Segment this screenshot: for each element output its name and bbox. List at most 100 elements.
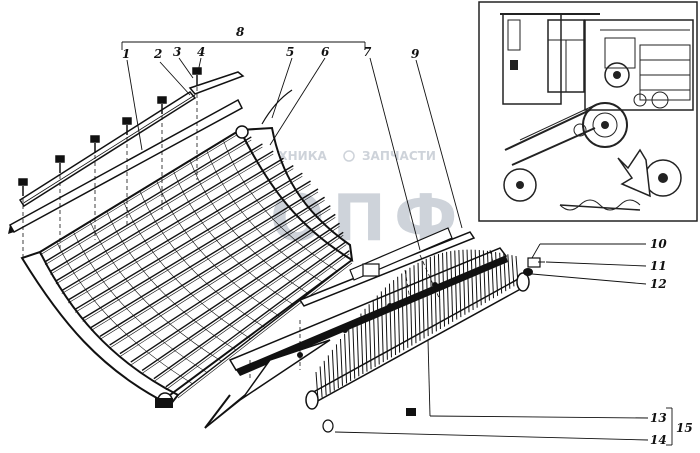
grate-bar-shadow — [130, 226, 340, 366]
grate-wire — [139, 190, 266, 328]
grate-bar-shadow — [90, 191, 319, 331]
grate-wire — [123, 201, 251, 340]
comb-tooth — [413, 265, 417, 344]
comb-tooth — [437, 254, 441, 329]
comb-tooth — [348, 328, 352, 382]
comb-tooth — [405, 270, 409, 348]
grate-bar-shadow — [55, 153, 274, 285]
comb-tooth — [352, 323, 356, 379]
grate-bar — [109, 205, 331, 346]
comb-tooth — [486, 250, 490, 301]
grate-bar-shadow — [39, 132, 241, 256]
callout-4: 4 — [197, 45, 205, 59]
comb-tooth — [397, 276, 401, 353]
grate-bar-shadow — [119, 217, 336, 357]
grate-bar — [44, 136, 252, 263]
callout-7: 7 — [363, 45, 372, 59]
comb-tooth — [372, 299, 376, 367]
callout-6: 6 — [321, 45, 330, 59]
grate-wire — [206, 150, 324, 283]
callout-labels: 8 1 2 3 4 5 6 7 9 10 11 12 13 14 15 — [122, 25, 693, 447]
grate-bar — [90, 188, 319, 329]
grate-bar-shadow — [109, 208, 331, 349]
comb-tooth — [388, 283, 392, 358]
grate-bar-shadow — [99, 199, 325, 340]
fasteners — [523, 257, 545, 276]
comb-tooth — [356, 318, 360, 377]
grate-bar — [141, 231, 344, 371]
callout-10: 10 — [650, 237, 667, 251]
callout-13: 13 — [650, 411, 667, 425]
grate-bar — [153, 240, 347, 380]
comb-tooth — [491, 251, 495, 299]
grate-bar-shadow — [68, 168, 294, 304]
comb-tooth — [344, 333, 348, 384]
grate-wire — [173, 170, 295, 306]
comb-tooth — [454, 250, 458, 320]
comb-tooth — [499, 252, 503, 294]
callout-14: 14 — [650, 433, 667, 447]
comb-tooth — [462, 249, 466, 315]
finger-comb — [305, 249, 530, 433]
comb-tooth — [339, 339, 343, 386]
comb-tooth — [380, 291, 384, 363]
grate-bar — [50, 143, 263, 273]
grate-wire — [106, 211, 237, 351]
comb-tooth — [478, 250, 482, 306]
grate-bar — [119, 213, 336, 355]
comb-tooth — [458, 250, 462, 318]
comb-tooth — [421, 260, 425, 339]
comb-tooth — [384, 287, 388, 360]
comb-tooth — [503, 253, 507, 292]
comb-tooth — [433, 255, 437, 332]
callout-9: 9 — [411, 47, 420, 61]
comb-tooth — [466, 249, 470, 313]
grate-bar-shadow — [177, 262, 353, 399]
comb-tooth — [417, 262, 421, 341]
side-rails — [204, 89, 508, 429]
comb-tooth — [495, 252, 499, 296]
comb-tooth — [331, 349, 335, 391]
leader-lines — [121, 41, 673, 446]
concave-grate — [20, 125, 354, 408]
combine-inset — [478, 1, 698, 222]
comb-tooth — [446, 251, 450, 325]
comb-tooth — [429, 256, 433, 334]
comb-tooth — [393, 280, 397, 356]
grate-bar-shadow — [74, 175, 303, 313]
grate-wire — [89, 221, 222, 362]
comb-tooth — [368, 304, 372, 370]
grate-bar — [55, 150, 274, 282]
grate-bar — [99, 196, 325, 337]
grate-bar — [67, 165, 294, 301]
comb-tooth — [376, 295, 380, 365]
callout-15: 15 — [676, 421, 693, 435]
grate-wire — [189, 160, 309, 295]
callout-8: 8 — [236, 25, 245, 39]
callout-2: 2 — [153, 47, 162, 61]
grate-bar — [61, 157, 284, 292]
grate-wire — [223, 140, 338, 272]
callout-3: 3 — [173, 45, 181, 59]
callout-11: 11 — [650, 259, 667, 273]
comb-tooth — [364, 308, 368, 372]
comb-tooth — [482, 250, 486, 303]
comb-tooth — [319, 366, 323, 398]
comb-tooth — [360, 313, 364, 374]
comb-tooth — [450, 251, 454, 322]
comb-tooth — [442, 252, 446, 327]
comb-tooth — [511, 255, 515, 287]
callout-5: 5 — [286, 45, 294, 59]
grate-bar-shadow — [50, 146, 263, 275]
grate-bar — [130, 222, 340, 363]
comb-tooth — [474, 249, 478, 308]
grate-bar — [74, 172, 303, 310]
comb-tooth — [470, 249, 474, 311]
comb-tooth — [335, 344, 339, 389]
grate-bar — [165, 250, 350, 388]
comb-tooth — [507, 254, 511, 289]
comb-tooth — [401, 273, 405, 351]
watermark-right: ЗАПЧАСТИ — [362, 149, 436, 163]
